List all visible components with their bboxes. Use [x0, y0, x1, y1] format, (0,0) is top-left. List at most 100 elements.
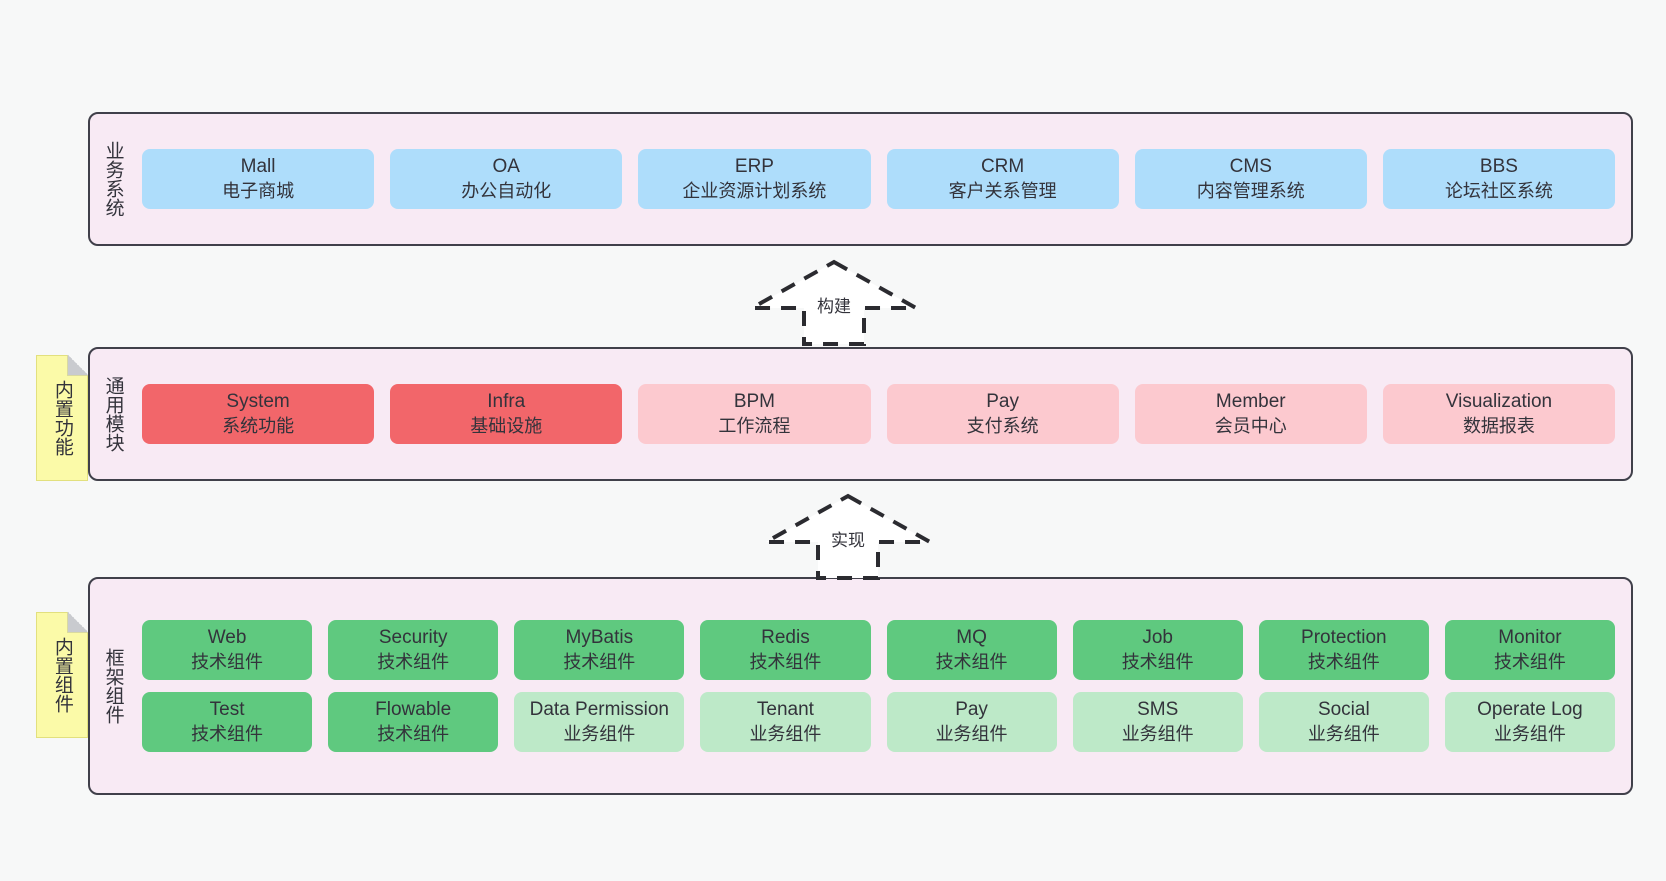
component-desc: 技术组件: [1121, 651, 1194, 672]
component-name: Test: [209, 699, 245, 720]
module-name: Pay: [986, 390, 1019, 412]
module-desc: 会员中心: [1214, 415, 1287, 436]
component-name: Pay: [955, 699, 988, 720]
module-name: System: [226, 390, 290, 412]
module-desc: 数据报表: [1462, 415, 1535, 436]
component-desc: 业务组件: [1493, 723, 1566, 744]
component-operate-log[interactable]: Operate Log 业务组件: [1444, 692, 1615, 753]
layer-business-body: Mall 电子商城 OA 办公自动化 ERP 企业资源计划系统 CRM 客户关系…: [136, 114, 1631, 244]
module-infra[interactable]: Infra 基础设施: [390, 383, 623, 445]
module-desc: 基础设施: [470, 415, 543, 436]
module-desc: 系统功能: [222, 415, 295, 436]
module-name: CMS: [1229, 155, 1272, 177]
implement-arrow: 实现: [758, 492, 938, 580]
component-monitor[interactable]: Monitor 技术组件: [1444, 619, 1615, 680]
module-name: Mall: [240, 155, 276, 177]
note-builtin-function: 内置功能: [36, 355, 88, 481]
component-name: SMS: [1137, 699, 1179, 720]
component-name: Redis: [761, 626, 810, 648]
module-name: OA: [492, 155, 520, 177]
component-desc: 业务组件: [563, 723, 636, 744]
module-name: Visualization: [1445, 390, 1553, 412]
module-name: ERP: [734, 155, 774, 177]
component-name: MQ: [956, 626, 987, 648]
component-tenant[interactable]: Tenant 业务组件: [700, 692, 871, 753]
module-visualization[interactable]: Visualization 数据报表: [1382, 383, 1616, 445]
component-sms[interactable]: SMS 业务组件: [1072, 692, 1243, 753]
build-arrow: 构建: [744, 258, 924, 346]
component-flowable[interactable]: Flowable 技术组件: [328, 692, 499, 753]
component-desc: 业务组件: [1121, 723, 1194, 744]
layer-common-body: System 系统功能 Infra 基础设施 BPM 工作流程 Pay 支付系统…: [136, 349, 1631, 479]
component-data-permission[interactable]: Data Permission 业务组件: [514, 692, 685, 753]
component-name: Flowable: [375, 699, 452, 720]
module-name: BPM: [733, 390, 776, 412]
module-cms[interactable]: CMS 内容管理系统: [1134, 148, 1367, 210]
module-desc: 电子商城: [222, 180, 295, 201]
component-web[interactable]: Web 技术组件: [142, 619, 313, 680]
module-name: BBS: [1479, 155, 1518, 177]
layer-common-title: 通用模块: [102, 376, 124, 452]
component-desc: 技术组件: [1307, 651, 1380, 672]
module-bbs[interactable]: BBS 论坛社区系统: [1382, 148, 1616, 210]
module-desc: 支付系统: [966, 415, 1039, 436]
component-job[interactable]: Job 技术组件: [1072, 619, 1243, 680]
component-mybatis[interactable]: MyBatis 技术组件: [514, 619, 685, 680]
module-desc: 工作流程: [718, 415, 791, 436]
component-pay[interactable]: Pay 业务组件: [886, 692, 1057, 753]
row: Mall 电子商城 OA 办公自动化 ERP 企业资源计划系统 CRM 客户关系…: [142, 148, 1616, 210]
module-desc: 内容管理系统: [1196, 180, 1305, 201]
module-erp[interactable]: ERP 企业资源计划系统: [638, 148, 871, 210]
component-name: Web: [207, 626, 247, 648]
component-name: Tenant: [756, 699, 814, 720]
component-desc: 技术组件: [749, 651, 822, 672]
module-mall[interactable]: Mall 电子商城: [142, 148, 375, 210]
module-member[interactable]: Member 会员中心: [1134, 383, 1367, 445]
note-text: 内置组件: [51, 637, 73, 713]
layer-framework-body: Web 技术组件 Security 技术组件 MyBatis 技术组件 Redi…: [136, 579, 1631, 793]
component-desc: 技术组件: [377, 723, 450, 744]
module-desc: 办公自动化: [461, 180, 552, 201]
component-desc: 业务组件: [1307, 723, 1380, 744]
component-desc: 技术组件: [377, 651, 450, 672]
component-name: Social: [1317, 699, 1370, 720]
component-desc: 技术组件: [191, 651, 264, 672]
layer-framework-title: 框架组件: [102, 648, 124, 724]
component-protection[interactable]: Protection 技术组件: [1258, 619, 1429, 680]
component-name: Security: [378, 626, 448, 648]
component-name: Monitor: [1498, 626, 1562, 648]
component-name: MyBatis: [565, 626, 634, 648]
row: Web 技术组件 Security 技术组件 MyBatis 技术组件 Redi…: [142, 619, 1615, 680]
module-name: Infra: [487, 390, 526, 412]
component-test[interactable]: Test 技术组件: [142, 692, 313, 753]
note-text: 内置功能: [51, 380, 73, 456]
module-pay[interactable]: Pay 支付系统: [886, 383, 1119, 445]
component-mq[interactable]: MQ 技术组件: [886, 619, 1057, 680]
implement-arrow-label: 实现: [831, 531, 865, 550]
component-desc: 技术组件: [563, 651, 636, 672]
module-desc: 客户关系管理: [948, 180, 1057, 201]
component-desc: 技术组件: [935, 651, 1008, 672]
component-redis[interactable]: Redis 技术组件: [700, 619, 871, 680]
component-security[interactable]: Security 技术组件: [328, 619, 499, 680]
row: System 系统功能 Infra 基础设施 BPM 工作流程 Pay 支付系统…: [142, 383, 1616, 445]
component-desc: 业务组件: [749, 723, 822, 744]
module-system[interactable]: System 系统功能: [142, 383, 375, 445]
module-desc: 论坛社区系统: [1444, 180, 1553, 201]
component-desc: 技术组件: [1493, 651, 1566, 672]
layer-business-title: 业务系统: [102, 141, 124, 217]
module-name: Member: [1215, 390, 1286, 412]
module-desc: 企业资源计划系统: [682, 180, 827, 201]
note-builtin-component: 内置组件: [36, 612, 88, 738]
module-crm[interactable]: CRM 客户关系管理: [886, 148, 1119, 210]
component-social[interactable]: Social 业务组件: [1258, 692, 1429, 753]
component-name: Job: [1142, 626, 1173, 648]
component-name: Data Permission: [529, 699, 669, 720]
layer-framework-component: 框架组件 Web 技术组件 Security 技术组件 MyBatis 技术组件…: [88, 577, 1633, 795]
module-oa[interactable]: OA 办公自动化: [390, 148, 623, 210]
component-name: Operate Log: [1477, 699, 1583, 720]
module-bpm[interactable]: BPM 工作流程: [638, 383, 871, 445]
layer-common-module: 通用模块 System 系统功能 Infra 基础设施 BPM 工作流程 Pay…: [88, 347, 1633, 481]
layer-business-system: 业务系统 Mall 电子商城 OA 办公自动化 ERP 企业资源计划系统 CRM…: [88, 112, 1633, 246]
